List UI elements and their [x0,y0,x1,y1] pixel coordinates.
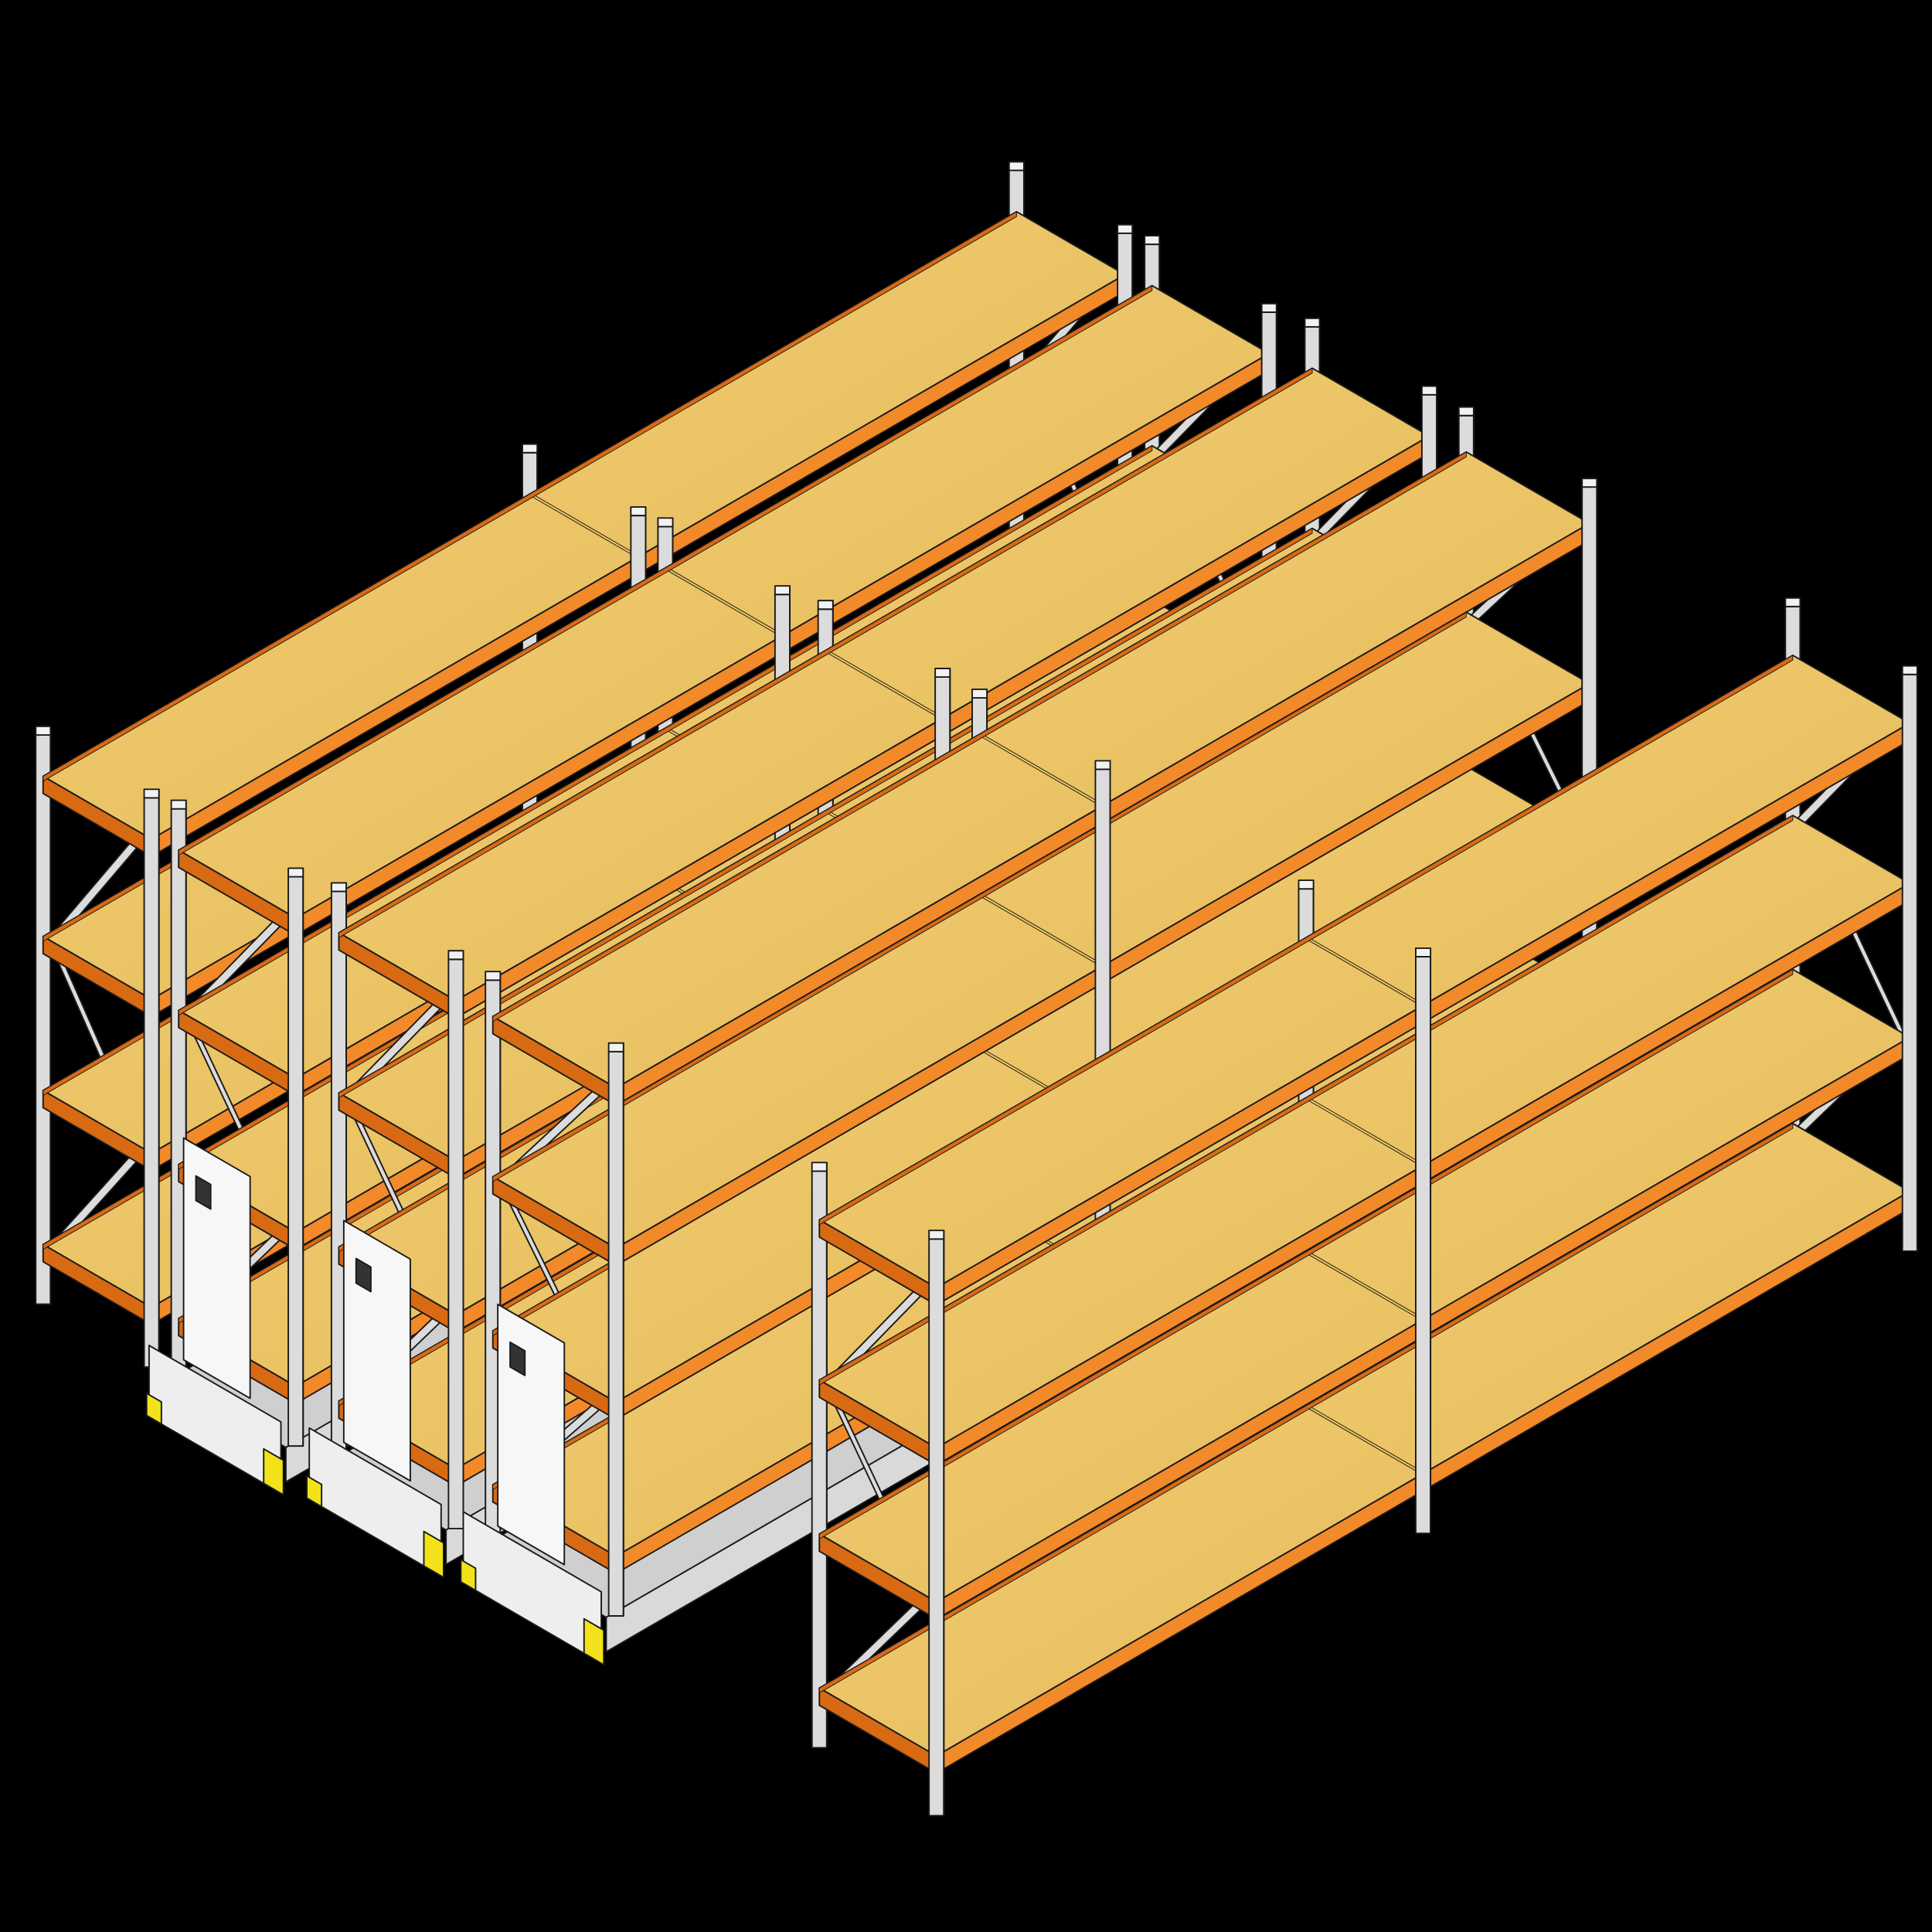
rack-3-front-post-cap [447,950,464,961]
rack-2-control-panel [182,1137,251,1400]
static-rack-back-post-cap [811,1162,828,1172]
rack-4-front-post-cap [1094,760,1111,770]
rack-4-bumper [583,1617,605,1666]
rack-2-back-beam-4 [178,285,1153,855]
rack-2-bumper [263,1447,284,1496]
rack-4-base-front [462,1511,603,1665]
rack-4-back-post-cap [1458,406,1475,417]
rack-3-base-front [308,1427,442,1577]
static-rack-back-post-cap [1784,597,1801,607]
rack-2-front-post-cap [287,867,304,878]
static-rack-front-post [928,1238,945,1817]
rack-4-back-beam-4 [492,451,1467,1022]
rack-2-base-front [148,1345,282,1495]
rack-1-back-post-cap [35,725,52,736]
rack-1-front-post-cap [1117,223,1134,234]
rack-3-front-post-cap [1420,385,1438,396]
rack-3-front-post [447,958,464,1529]
rack-1-back-post-cap [522,443,539,454]
rack-3-back-beam-4 [338,367,1313,938]
rack-4-bumper [460,1559,477,1591]
rack-3-back-beam-3 [338,528,1313,1099]
rack-3-back-post-cap [817,600,834,611]
rack-2-control-panel-display [195,1175,212,1210]
rack-3-back-post-cap [1304,317,1321,328]
rack-3-bumper [423,1530,444,1579]
rack-1-front-post-cap [630,506,647,517]
rack-4-control-panel [497,1303,566,1566]
rack-1-back-beam-4 [43,211,1017,782]
rack-4-back-post-cap [485,971,502,981]
rack-2-front-post [287,876,304,1447]
rack-4-front-post [607,1050,624,1617]
rack-2-back-post-cap [1144,235,1161,246]
static-rack-back-beam-4 [818,655,1794,1226]
rack-3-control-panel-display [355,1257,372,1293]
rack-1-front-post [143,797,160,1368]
rack-1-back-post [35,734,52,1305]
static-rack-front-post-cap [1901,665,1918,675]
static-rack-front-post [1414,956,1432,1535]
static-rack-back-post [811,1170,828,1749]
static-rack-back-beam-3 [818,815,1794,1386]
rack-2-back-post-cap [170,799,187,810]
rack-4-back-post-cap [971,688,988,699]
rack-3-front-post-cap [934,668,951,679]
scene [35,161,1918,1817]
rack-3-control-panel [342,1219,411,1482]
rack-2-bumper [145,1392,162,1425]
rack-4-front-post-cap [607,1042,624,1053]
static-rack-front-post-cap [928,1230,945,1240]
rack-4-front-post-cap [1581,478,1598,488]
rack-2-front-post-cap [1260,302,1277,313]
rack-3-back-post-cap [330,882,347,893]
static-rack-back-beam-1 [818,1123,1794,1694]
rack-1-front-post-cap [143,788,160,799]
static-rack-back-post-cap [1298,879,1315,890]
static-rack-front-post [1901,673,1918,1252]
rack-2-front-post-cap [774,585,791,596]
static-rack-back-beam-2 [818,968,1794,1539]
rack-3-bumper [306,1475,323,1508]
rack-1-back-post-cap [1008,161,1025,172]
rack-2-back-post-cap [657,517,674,528]
static-rack-front-post-cap [1414,947,1432,957]
rack-4-control-panel-display [509,1341,526,1376]
